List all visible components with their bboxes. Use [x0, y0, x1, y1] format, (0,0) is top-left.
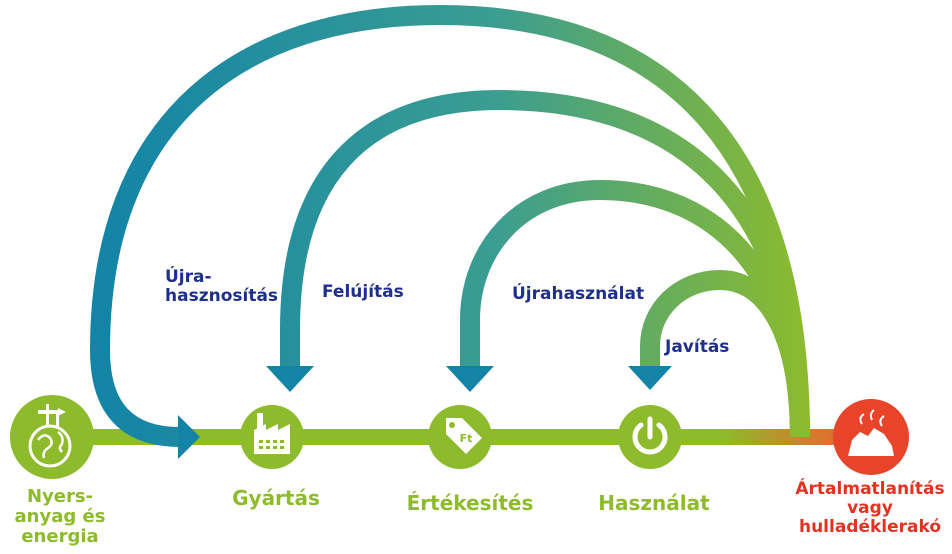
landfill-icon	[848, 409, 894, 456]
recycling-label-line2: hasznosítás	[165, 286, 279, 307]
globe-oil-pump-icon	[28, 404, 72, 468]
recycling-loop-arrow	[89, 4, 810, 459]
use-label: Használat	[598, 491, 710, 515]
recycling-label: Újra- hasznosítás	[165, 267, 279, 307]
disposal-label-line2: vagy	[847, 498, 893, 519]
disposal-label-line3: hulladéklerakó	[798, 517, 942, 538]
manufacturing-label: Gyártás	[232, 486, 320, 510]
refurbish-loop-arrow	[266, 89, 810, 438]
raw-materials-label-line1: Nyers-	[26, 486, 94, 507]
repair-loop-arrow	[628, 269, 810, 438]
factory-icon	[254, 413, 290, 454]
reuse-label: Újrahasználat	[512, 284, 645, 304]
use-node	[618, 405, 682, 469]
refurbish-label: Felújítás	[322, 282, 404, 302]
raw-materials-label-line3: energia	[21, 526, 99, 548]
recycling-label-line1: Újra-	[165, 267, 212, 287]
disposal-label-line1: Ártalmatlanítás	[795, 479, 945, 499]
price-tag-text: Ft	[460, 432, 473, 445]
sales-label: Értékesítés	[406, 491, 534, 515]
raw-materials-label-line2: anyag és	[14, 506, 106, 528]
power-icon	[632, 416, 668, 455]
raw-materials-node	[10, 395, 94, 479]
manufacturing-node	[240, 405, 304, 469]
price-tag-icon: Ft	[446, 418, 482, 454]
sales-node: Ft	[428, 405, 492, 469]
disposal-node	[833, 399, 909, 475]
raw-materials-label: Nyers- anyag és energia	[14, 486, 106, 548]
repair-label: Javítás	[665, 337, 730, 357]
disposal-label: Ártalmatlanítás vagy hulladéklerakó	[795, 479, 945, 538]
